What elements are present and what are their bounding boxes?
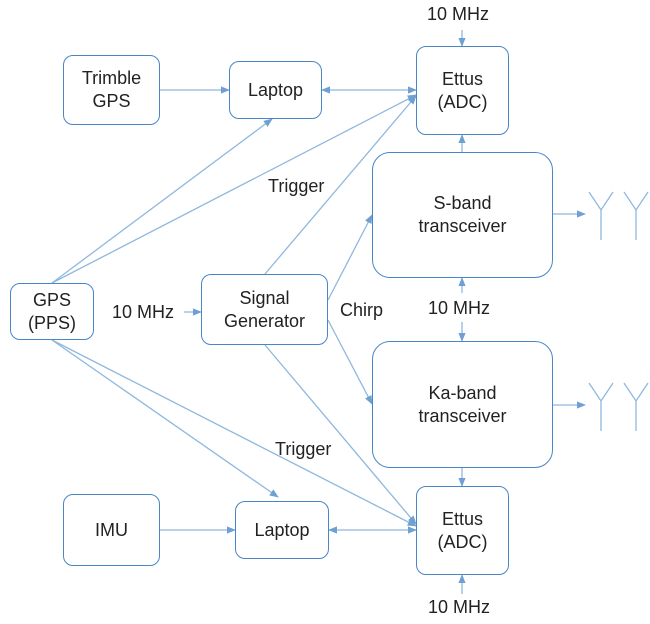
siggen-trigger-bottom-arrow [264, 344, 417, 525]
chirp-to-sband-arrow [327, 214, 373, 301]
laptop-bottom-label: Laptop [254, 519, 310, 540]
signal-generator-label-2: Generator [223, 310, 306, 331]
gps-pps-label-1: GPS [32, 289, 71, 310]
pps-to-ettus-top-arrow [51, 94, 417, 284]
ka-band-label-1: Ka-band [428, 382, 497, 403]
pps-to-laptop-bottom-arrow [51, 339, 279, 498]
chirp-label: Chirp [340, 300, 384, 320]
ettus-bottom-label-1: Ettus [441, 508, 484, 529]
trimble-gps-label-1: Trimble [81, 68, 142, 88]
chirp-to-kaband-arrow [327, 319, 373, 405]
kaband-antenna-icon [588, 382, 649, 431]
ettus-top-label-2: (ADC) [437, 91, 488, 112]
trigger-top-label: Trigger [268, 176, 325, 196]
ka-band-transceiver-box: Ka-band transceiver [372, 341, 553, 468]
ettus-bottom-label-2: (ADC) [437, 531, 488, 552]
s-band-transceiver-box: S-band transceiver [372, 152, 553, 278]
s-band-label-1: S-band [433, 193, 492, 213]
laptop-top-box: Laptop [229, 61, 322, 119]
ettus-top-label-1: Ettus [441, 68, 484, 89]
gps-pps-label-2: (PPS) [27, 312, 76, 333]
ref-clock-mid-label: 10 MHz [428, 298, 491, 318]
ref-clock-top-label: 10 MHz [427, 4, 490, 24]
pps-to-ettus-bottom-arrow [51, 339, 417, 527]
pps-to-laptop-top-arrow [51, 118, 273, 284]
sband-antenna-icon [588, 191, 649, 240]
ettus-bottom-box: Ettus (ADC) [416, 486, 509, 575]
imu-label: IMU [95, 519, 128, 540]
trigger-bottom-label: Trigger [275, 439, 332, 459]
laptop-top-label: Laptop [247, 79, 304, 100]
trimble-gps-box: Trimble GPS [63, 55, 160, 125]
s-band-label-2: transceiver [418, 216, 507, 236]
ref-clock-siggen-label: 10 MHz [112, 302, 175, 322]
signal-generator-label-1: Signal [239, 287, 290, 308]
gps-pps-box: GPS (PPS) [10, 283, 94, 340]
trimble-gps-label-2: GPS [92, 91, 131, 111]
ettus-top-box: Ettus (ADC) [416, 46, 509, 135]
ka-band-label-2: transceiver [418, 405, 507, 426]
ref-clock-bottom-label: 10 MHz [428, 597, 491, 617]
laptop-bottom-box: Laptop [235, 501, 329, 559]
signal-generator-box: Signal Generator [201, 274, 328, 345]
imu-box: IMU [63, 494, 160, 566]
siggen-trigger-top-arrow [264, 95, 417, 275]
